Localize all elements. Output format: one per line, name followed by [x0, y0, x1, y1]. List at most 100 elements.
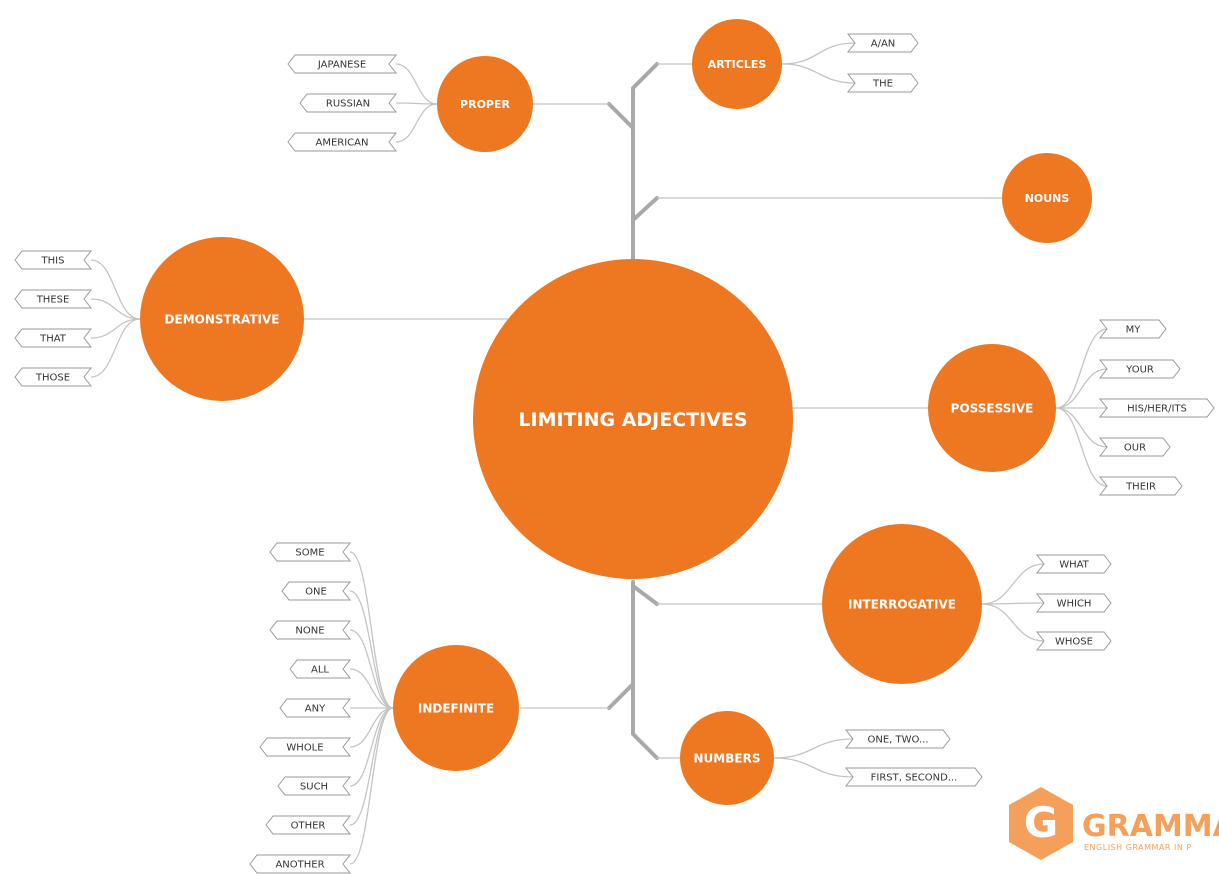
proper-item-shape [287, 54, 398, 74]
possessive-label: POSSESSIVE [951, 402, 1034, 416]
indefinite-item-shape [289, 659, 352, 679]
indefinite-leaf-connector [349, 668, 394, 709]
logo-letter: G [1024, 798, 1058, 847]
indefinite-item-shape [269, 620, 352, 640]
indefinite-item-label: ANOTHER [275, 860, 324, 871]
center-node[interactable]: LIMITING ADJECTIVES [473, 259, 793, 579]
possessive-item-label: HIS/HER/ITS [1127, 404, 1187, 415]
possessive-item-shape [1098, 398, 1215, 418]
indefinite-item-8[interactable]: ANOTHER [249, 854, 352, 874]
indefinite-leaf-connector [349, 707, 394, 787]
proper-item-1[interactable]: RUSSIAN [299, 93, 398, 113]
numbers-leaf-connector [773, 738, 854, 759]
indefinite-leaf-connector [349, 590, 394, 709]
indefinite-circle [393, 645, 519, 771]
interrogative-item-0[interactable]: WHAT [1035, 554, 1112, 574]
proper-item-2[interactable]: AMERICAN [287, 132, 398, 152]
indefinite-item-1[interactable]: ONE [281, 581, 352, 601]
indefinite-item-label: WHOLE [286, 743, 323, 754]
proper-item-label: RUSSIAN [326, 99, 370, 110]
branch-lines [304, 63, 1003, 759]
logo-name: GRAMMA [1082, 809, 1219, 844]
numbers-item-shape [844, 767, 983, 787]
indefinite-item-label: ANY [305, 704, 326, 715]
logo-tagline: ENGLISH GRAMMAR IN P [1084, 843, 1192, 852]
proper-item-label: JAPANESE [317, 60, 366, 71]
indefinite-item-5[interactable]: WHOLE [259, 737, 352, 757]
numbers-item-0[interactable]: ONE, TWO... [844, 729, 951, 749]
articles-label: ARTICLES [708, 58, 767, 71]
interrogative-leaf-connector [981, 563, 1045, 605]
demonstrative-item-label: THAT [39, 334, 67, 345]
demonstrative-item-label: THESE [36, 295, 70, 306]
articles-leaf-connector [781, 63, 856, 84]
possessive-item-label: MY [1126, 325, 1142, 336]
proper-item-0[interactable]: JAPANESE [287, 54, 398, 74]
indefinite-leaf-connector [349, 551, 394, 709]
demonstrative-node[interactable]: DEMONSTRATIVE [140, 237, 304, 401]
logo-hexagon-icon [1009, 787, 1073, 860]
articles-item-shape [846, 73, 919, 93]
possessive-item-4[interactable]: THEIR [1098, 476, 1183, 496]
demonstrative-item-shape [14, 367, 93, 387]
indefinite-item-4[interactable]: ANY [279, 698, 352, 718]
interrogative-leaf-connector [981, 602, 1045, 605]
demonstrative-item-label: THIS [41, 256, 65, 267]
nouns-circle [1002, 153, 1092, 243]
indefinite-item-label: SOME [295, 548, 324, 559]
indefinite-item-label: SUCH [300, 782, 328, 793]
indefinite-node[interactable]: INDEFINITE [393, 645, 519, 771]
possessive-circle [928, 344, 1056, 472]
proper-item-label: AMERICAN [316, 138, 369, 149]
possessive-item-3[interactable]: OUR [1098, 437, 1171, 457]
possessive-item-shape [1098, 437, 1171, 457]
indefinite-item-label: ONE [305, 587, 327, 598]
demonstrative-item-2[interactable]: THAT [14, 328, 93, 348]
indefinite-leaf-connector [349, 707, 394, 748]
articles-item-shape [846, 33, 919, 53]
indefinite-label: INDEFINITE [418, 702, 494, 716]
indefinite-item-label: OTHER [291, 821, 326, 832]
possessive-item-1[interactable]: YOUR [1098, 359, 1181, 379]
interrogative-item-2[interactable]: WHOSE [1035, 631, 1112, 651]
interrogative-item-1[interactable]: WHICH [1035, 593, 1112, 613]
possessive-item-shape [1098, 319, 1167, 339]
possessive-item-0[interactable]: MY [1098, 319, 1167, 339]
possessive-leaf-connector [1055, 407, 1108, 487]
articles-node[interactable]: ARTICLES [692, 19, 782, 109]
demonstrative-item-3[interactable]: THOSE [14, 367, 93, 387]
indefinite-item-6[interactable]: SUCH [277, 776, 352, 796]
proper-circle [437, 56, 533, 152]
interrogative-item-label: WHOSE [1055, 637, 1093, 648]
numbers-node[interactable]: NUMBERS [680, 711, 774, 805]
interrogative-leaf-connector [981, 603, 1045, 642]
demonstrative-item-1[interactable]: THESE [14, 289, 93, 309]
center-circle [473, 259, 793, 579]
proper-leaf-connector [395, 103, 438, 143]
demonstrative-item-shape [14, 250, 93, 270]
nouns-label: NOUNS [1025, 192, 1070, 205]
proper-node[interactable]: PROPER [437, 56, 533, 152]
nouns-node[interactable]: NOUNS [1002, 153, 1092, 243]
possessive-node[interactable]: POSSESSIVE [928, 344, 1056, 472]
demonstrative-item-0[interactable]: THIS [14, 250, 93, 270]
numbers-item-label: ONE, TWO... [867, 735, 928, 746]
interrogative-node[interactable]: INTERROGATIVE [822, 524, 982, 684]
indefinite-leaf-connector [349, 629, 394, 709]
numbers-item-1[interactable]: FIRST, SECOND... [844, 767, 983, 787]
articles-item-0[interactable]: A/AN [846, 33, 919, 53]
indefinite-item-2[interactable]: NONE [269, 620, 352, 640]
indefinite-item-3[interactable]: ALL [289, 659, 352, 679]
indefinite-item-0[interactable]: SOME [269, 542, 352, 562]
interrogative-item-label: WHAT [1059, 560, 1089, 571]
possessive-item-2[interactable]: HIS/HER/ITS [1098, 398, 1215, 418]
demonstrative-item-shape [14, 328, 93, 348]
demonstrative-leaf-connector [90, 318, 141, 378]
numbers-item-shape [844, 729, 951, 749]
interrogative-item-label: WHICH [1057, 599, 1092, 610]
indefinite-item-7[interactable]: OTHER [265, 815, 352, 835]
demonstrative-leaf-connector [90, 298, 141, 320]
articles-circle [692, 19, 782, 109]
articles-item-1[interactable]: THE [846, 73, 919, 93]
